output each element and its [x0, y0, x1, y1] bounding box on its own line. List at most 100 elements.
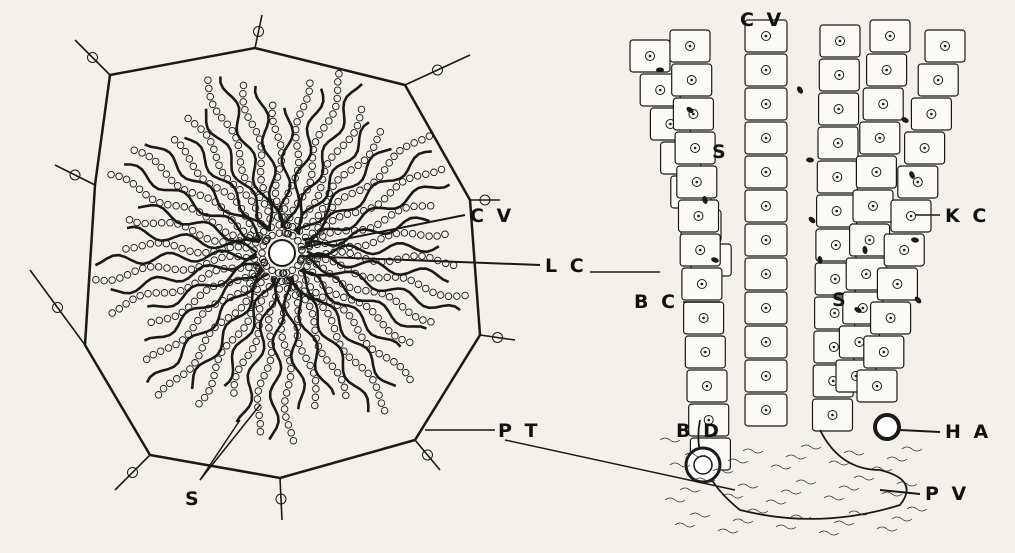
- hepatic-artery: [875, 415, 899, 439]
- hepatocyte-cell: [255, 388, 262, 395]
- hepatocyte-cell: [229, 127, 236, 134]
- fiber: [738, 484, 758, 488]
- hepatocyte-cell: [369, 308, 376, 315]
- hepatocyte-cell: [422, 285, 429, 292]
- hepatocyte-cell: [375, 201, 382, 208]
- hepatocyte-cell: [411, 140, 418, 147]
- hepatocyte-cell: [391, 359, 398, 366]
- kupffer-cell: [806, 157, 814, 163]
- hepatocyte-cell: [334, 148, 341, 155]
- label-s-right-top: S: [712, 141, 729, 163]
- hepatocyte-cell: [381, 196, 388, 203]
- hepatocyte-cell: [412, 314, 419, 321]
- hepatocyte-cell: [313, 386, 320, 393]
- nucleolus: [833, 312, 836, 315]
- hepatocyte-cell: [282, 398, 289, 405]
- hepatocyte-cell: [376, 350, 383, 357]
- hepatocyte-cell: [173, 341, 180, 348]
- hepatocyte-cell: [370, 144, 377, 151]
- nucleolus: [837, 108, 840, 111]
- hepatocyte-cell: [420, 317, 427, 324]
- hepatocyte-cell: [248, 198, 255, 205]
- hepatocyte-cell: [275, 270, 282, 277]
- hepatocyte-cell: [269, 110, 276, 117]
- hepatocyte-cell: [309, 171, 316, 178]
- label-cv-left: C V: [470, 205, 514, 227]
- septum-line: [405, 55, 470, 85]
- hepatocyte-cell: [266, 325, 273, 332]
- nucleolus: [702, 317, 705, 320]
- hepatocyte-cell: [328, 318, 335, 325]
- hepatocyte-cell: [177, 287, 184, 294]
- hepatocyte-cell: [361, 157, 368, 164]
- hepatocyte-cell: [419, 203, 426, 210]
- nucleolus: [701, 283, 704, 286]
- nucleolus: [865, 273, 868, 276]
- hepatocyte-cell: [268, 349, 275, 356]
- hepatocyte-cell: [309, 311, 316, 318]
- ha-leader: [900, 430, 940, 432]
- hepatocyte-cell: [290, 437, 297, 444]
- hepatocyte-cell: [237, 186, 244, 193]
- hepatocyte-cell: [231, 381, 238, 388]
- hepatocyte-cell: [126, 217, 133, 224]
- hepatocyte-cell: [201, 394, 208, 401]
- hepatocyte-cell: [172, 266, 179, 273]
- hepatocyte-cell: [375, 315, 382, 322]
- hepatocyte-cell: [260, 184, 267, 191]
- nucleolus: [937, 79, 940, 82]
- hepatocyte-cell: [156, 317, 163, 324]
- hepatocyte-cell: [363, 303, 370, 310]
- hepatocyte-cell: [165, 345, 172, 352]
- hepatocyte-cell: [269, 267, 276, 274]
- hepatocyte-cell: [272, 190, 279, 197]
- kupffer-cell: [796, 85, 804, 94]
- nucleolus: [692, 113, 695, 116]
- fiber: [690, 513, 710, 517]
- hepatocyte-cell: [399, 179, 406, 186]
- hepatocyte-cell: [376, 173, 383, 180]
- hepatocyte-cell: [225, 315, 232, 322]
- nucleolus: [872, 205, 875, 208]
- hepatocyte-cell: [116, 173, 123, 180]
- nucleolus: [944, 45, 947, 48]
- hepatocyte-cell: [240, 90, 247, 97]
- hepatocyte-cell: [253, 128, 260, 135]
- nucleolus: [835, 244, 838, 247]
- hepatocyte-cell: [285, 382, 292, 389]
- hepatocyte-cell: [191, 121, 198, 128]
- hepatocyte-cell: [185, 331, 192, 338]
- hepatocyte-cell: [189, 190, 196, 197]
- fiber: [675, 523, 695, 527]
- hepatocyte-cell: [346, 312, 353, 319]
- nucleolus: [837, 142, 840, 145]
- hepatocyte-cell: [170, 289, 177, 296]
- hepatocyte-cell: [334, 333, 341, 340]
- fiber: [834, 521, 854, 525]
- hepatocyte-cell: [312, 377, 319, 384]
- fiber: [776, 525, 796, 529]
- hepatocyte-cell: [275, 134, 282, 141]
- hepatocyte-cell: [319, 294, 326, 301]
- fiber: [887, 457, 907, 461]
- nucleolus: [704, 351, 707, 354]
- nucleolus: [669, 123, 672, 126]
- hepatocyte-cell: [346, 354, 353, 361]
- hepatocyte-cell: [295, 151, 302, 158]
- hepatocyte-cell: [341, 171, 348, 178]
- hepatocyte-cell: [462, 292, 469, 299]
- kupffer-cell: [656, 68, 664, 73]
- septum-line: [255, 15, 262, 48]
- hepatocyte-cell: [341, 194, 348, 201]
- hepatocyte-cell: [140, 265, 147, 272]
- hepatocyte-cell: [397, 363, 404, 370]
- hepatocyte-cell: [204, 235, 211, 242]
- hepatocyte-cell: [331, 325, 338, 332]
- hepatocyte-cell: [180, 267, 187, 274]
- fiber: [801, 445, 821, 449]
- nucleolus: [765, 205, 768, 208]
- hepatocyte-cell: [124, 272, 131, 279]
- nucleolus: [910, 215, 913, 218]
- hepatocyte-cell: [316, 131, 323, 138]
